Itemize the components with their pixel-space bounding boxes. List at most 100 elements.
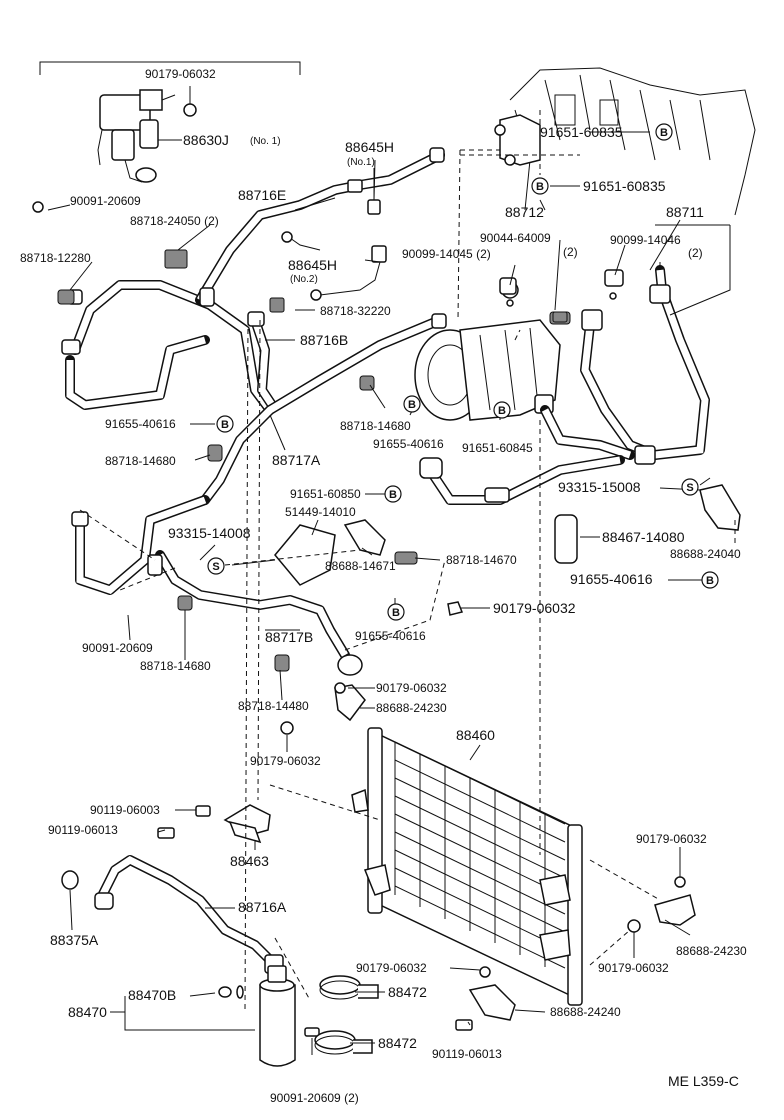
marker-b-5: B bbox=[493, 401, 511, 419]
magnetic-clutch-relay-88630j bbox=[97, 86, 197, 183]
hoses-88711-88712 bbox=[419, 114, 710, 505]
marker-b-7: B bbox=[701, 571, 719, 589]
label-88718-12280: 88718-12280 bbox=[20, 251, 91, 265]
label-88718-14680-b: 88718-14680 bbox=[340, 419, 411, 433]
label-88718-32220: 88718-32220 bbox=[320, 304, 391, 318]
label-88463: 88463 bbox=[230, 853, 269, 869]
label-88717b: 88717B bbox=[265, 629, 313, 645]
svg-text:S: S bbox=[212, 561, 219, 573]
top-bracket bbox=[39, 61, 301, 75]
label-90044-64009: 90044-64009 bbox=[480, 231, 551, 245]
label-88718-14480: 88718-14480 bbox=[238, 699, 309, 713]
label-91655-40616-a: 91655-40616 bbox=[105, 417, 176, 431]
label-no2: (No.2) bbox=[290, 274, 318, 285]
bracket-88467 bbox=[554, 477, 741, 564]
label-88717a: 88717A bbox=[272, 452, 321, 468]
svg-text:B: B bbox=[221, 419, 229, 431]
label-90091-20609-c: 90091-20609 (2) bbox=[270, 1091, 359, 1105]
label-90099-14045: 90099-14045 (2) bbox=[402, 247, 491, 261]
label-88460: 88460 bbox=[456, 727, 495, 743]
center-mid-parts bbox=[274, 519, 464, 722]
marker-b-3: B bbox=[216, 415, 234, 433]
label-90119-06003: 90119-06003 bbox=[90, 803, 160, 817]
label-90179-06032-g: 90179-06032 bbox=[356, 961, 427, 975]
svg-text:B: B bbox=[389, 489, 397, 501]
label-90179-06032-b: 90179-06032 bbox=[493, 600, 576, 616]
marker-b-8: B bbox=[387, 603, 405, 621]
label-88470: 88470 bbox=[68, 1004, 107, 1020]
label-91651-60835-b: 91651-60835 bbox=[583, 178, 666, 194]
svg-text:B: B bbox=[660, 127, 668, 139]
part-labels: 90179-06032 88630J (No. 1) 90091-20609 8… bbox=[20, 67, 747, 1105]
receiver-drier-88470 bbox=[218, 965, 320, 1067]
label-91655-40616-d: 91655-40616 bbox=[355, 629, 426, 643]
label-90091-20609-b: 90091-20609 bbox=[82, 641, 153, 655]
label-90179-06032-d: 90179-06032 bbox=[250, 754, 321, 768]
label-88630j: 88630J bbox=[183, 132, 229, 148]
label-88718-14670: 88718-14670 bbox=[446, 553, 517, 567]
svg-text:B: B bbox=[408, 399, 416, 411]
label-88716b: 88716B bbox=[300, 332, 348, 348]
marker-s-1: S bbox=[681, 478, 699, 496]
label-88718-14680-a: 88718-14680 bbox=[105, 454, 176, 468]
label-88718-14680-c: 88718-14680 bbox=[140, 659, 211, 673]
label-88712: 88712 bbox=[505, 204, 544, 220]
label-no1-a: (No. 1) bbox=[250, 136, 281, 147]
marker-b-2: B bbox=[531, 177, 549, 195]
label-88718-24050: 88718-24050 (2) bbox=[130, 214, 219, 228]
label-88688-14671: 88688-14671 bbox=[325, 559, 396, 573]
label-93315-15008: 93315-15008 bbox=[558, 479, 641, 495]
label-90179-06032-c: 90179-06032 bbox=[376, 681, 447, 695]
diagram-code: ME L359-C bbox=[668, 1073, 739, 1089]
label-91651-60835-a: 91651-60835 bbox=[540, 124, 623, 140]
label-91655-40616-b: 91655-40616 bbox=[373, 437, 444, 451]
marker-b-1: B bbox=[655, 123, 673, 141]
label-88716a: 88716A bbox=[238, 899, 287, 915]
assembly-dash-lines bbox=[79, 154, 736, 1011]
hose-clamps bbox=[32, 201, 418, 672]
hoses-upper bbox=[61, 147, 447, 595]
label-88470b: 88470B bbox=[128, 987, 176, 1003]
label-90119-06013-b: 90119-06013 bbox=[432, 1047, 502, 1061]
label-90119-06013-a: 90119-06013 bbox=[48, 823, 118, 837]
label-88688-24240: 88688-24240 bbox=[550, 1005, 621, 1019]
label-88716e: 88716E bbox=[238, 187, 286, 203]
condenser-88460 bbox=[351, 727, 583, 1006]
label-88472-a: 88472 bbox=[388, 984, 427, 1000]
label-no1-b: (No.1) bbox=[347, 157, 375, 168]
hose-88717b bbox=[147, 550, 363, 676]
label-88688-24040: 88688-24040 bbox=[670, 547, 741, 561]
label-91655-40616-c: 91655-40616 bbox=[570, 571, 653, 587]
marker-b-4: B bbox=[403, 395, 421, 413]
label-qty2-a: (2) bbox=[563, 245, 578, 259]
label-91651-60845: 91651-60845 bbox=[462, 441, 533, 455]
label-88688-24230-a: 88688-24230 bbox=[376, 701, 447, 715]
label-90179-06032-a: 90179-06032 bbox=[145, 67, 216, 81]
label-88645h-no1: 88645H bbox=[345, 139, 394, 155]
label-90091-20609-a: 90091-20609 bbox=[70, 194, 141, 208]
leader-lines bbox=[47, 131, 731, 1055]
label-88688-24230-b: 88688-24230 bbox=[676, 944, 747, 958]
label-qty2-b: (2) bbox=[688, 246, 703, 260]
band-clamps-88472 bbox=[314, 975, 379, 1055]
svg-text:S: S bbox=[686, 482, 693, 494]
compressor bbox=[414, 281, 571, 421]
label-90179-06032-e: 90179-06032 bbox=[636, 832, 707, 846]
label-90099-14046: 90099-14046 bbox=[610, 233, 681, 247]
svg-text:B: B bbox=[392, 607, 400, 619]
label-51449-14010: 51449-14010 bbox=[285, 505, 356, 519]
label-88375a: 88375A bbox=[50, 932, 99, 948]
label-91651-60850: 91651-60850 bbox=[290, 487, 361, 501]
svg-text:B: B bbox=[536, 181, 544, 193]
label-88645h-no2: 88645H bbox=[288, 257, 337, 273]
label-90179-06032-f: 90179-06032 bbox=[598, 961, 669, 975]
marker-b-6: B bbox=[384, 485, 402, 503]
label-93315-14008: 93315-14008 bbox=[168, 525, 251, 541]
svg-text:B: B bbox=[706, 575, 714, 587]
hose-88716a bbox=[61, 855, 284, 974]
label-88711: 88711 bbox=[666, 204, 704, 220]
marker-s-2: S bbox=[207, 557, 225, 575]
label-88467-14080: 88467-14080 bbox=[602, 529, 685, 545]
label-88472-b: 88472 bbox=[378, 1035, 417, 1051]
